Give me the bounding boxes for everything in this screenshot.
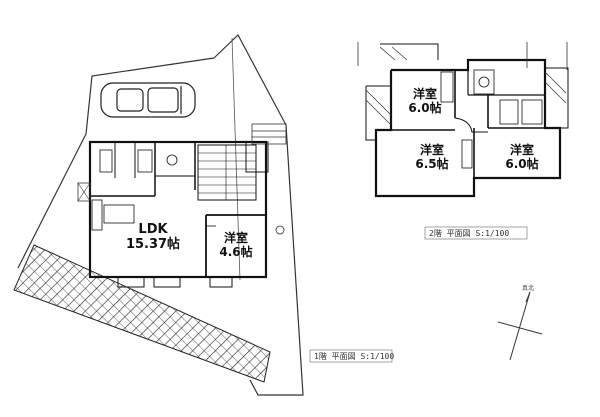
floor2-caption: 2階 平面図 S:1/100 [429,229,510,238]
room-label-ldk: LDK 15.37帖 [118,222,188,253]
room-name: 洋室 [419,143,444,157]
window-bays [117,276,233,288]
room-name: LDK [138,222,168,237]
room-size: 15.37帖 [125,236,181,252]
downspout-mark [275,225,285,235]
room-label-western-1f: 洋室 4.6帖 [210,231,262,260]
lot-divider-line [231,37,241,281]
room-label-western-2f-top: 洋室 6.0帖 [400,87,450,116]
outdoor-unit [77,182,91,202]
retaining-wall [13,244,271,383]
room-label-western-2f-right: 洋室 6.0帖 [496,143,548,172]
floor2-walls [365,43,569,198]
room-label-western-2f-left: 洋室 6.5帖 [406,143,458,172]
floor1-caption: 1階 平面図 S:1/100 [314,352,395,361]
room-size: 6.0帖 [408,100,442,115]
compass-label: 真北 [522,285,535,292]
lot-boundary [17,34,304,396]
room-name: 洋室 [412,87,437,101]
room-name: 洋室 [509,143,534,157]
north-arrow-icon [497,291,543,361]
downspout-markers [357,42,568,70]
room-size: 6.5帖 [415,156,449,171]
room-size: 4.6帖 [219,244,253,259]
floor1-caption-box [309,349,393,363]
floor2-caption-box [424,226,528,240]
floor2-roof-areas [365,46,567,126]
room-name: 洋室 [223,231,248,245]
car-icon [100,82,196,118]
room-size: 6.0帖 [505,156,539,171]
approach-steps [251,123,287,145]
